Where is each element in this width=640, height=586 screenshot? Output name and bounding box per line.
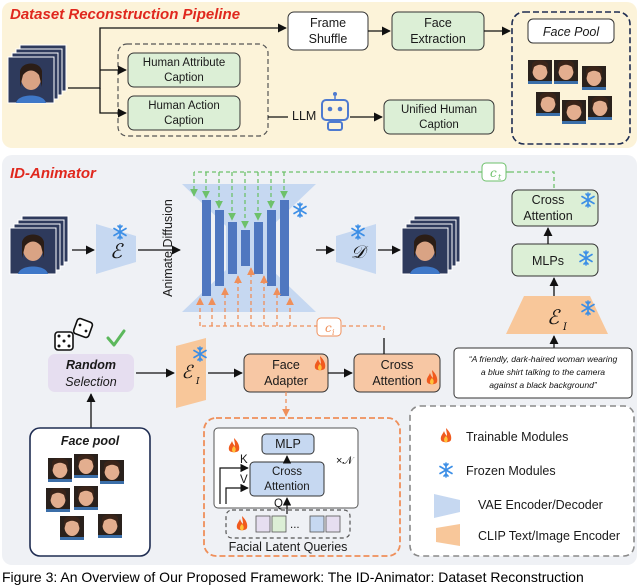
figure-caption: Figure 3: An Overview of Our Proposed Fr… — [2, 569, 584, 585]
section1-arrows — [68, 23, 511, 122]
latent-query-tokens — [255, 515, 341, 533]
human-attribute-caption-line1: Human Attribute — [143, 57, 225, 69]
human-action-caption-line2: Caption — [164, 115, 204, 127]
human-action-caption-line1: Human Action — [148, 100, 220, 112]
random-selection-line2: Selection — [65, 375, 116, 389]
value-label: V — [240, 474, 248, 486]
face-pool-container — [511, 11, 631, 145]
legend-box — [409, 405, 635, 557]
cross-attention-mid-line2: Attention — [372, 374, 421, 388]
facial-latent-queries-label: Facial Latent Queries — [229, 540, 348, 554]
cross-attention-top-line2: Attention — [523, 209, 572, 223]
clip-text-encoder-subscript: I — [562, 322, 568, 333]
face-pool-box-label: Face pool — [61, 434, 120, 448]
mlps-label: MLPs — [532, 254, 564, 268]
face-adapter-line2: Adapter — [264, 374, 308, 388]
clip-image-encoder-subscript: I — [195, 377, 200, 387]
frame-shuffle-line1: Frame — [310, 16, 346, 30]
legend-vae-label: VAE Encoder/Decoder — [478, 498, 603, 512]
dice-icon — [54, 317, 94, 351]
frame-shuffle-line2: Shuffle — [309, 32, 348, 46]
face-pool-label-box — [527, 18, 615, 44]
text-prompt-line2: a blue shirt talking to the camera — [481, 367, 605, 377]
clip-text-encoder-symbol: ℰ — [547, 305, 561, 329]
text-prompt-line1: “A friendly, dark-haired woman wearing — [469, 354, 618, 364]
check-icon — [106, 329, 126, 347]
llm-label: LLM — [292, 109, 316, 123]
inner-cross-attention-line1: Cross — [272, 466, 302, 478]
image-branch-arrows — [86, 338, 385, 428]
face-extraction-line1: Face — [424, 16, 452, 30]
mlp-label: MLP — [275, 437, 301, 451]
vae-decoder-symbol: 𝒟 — [351, 242, 369, 263]
cross-attention-mid-line1: Cross — [381, 358, 414, 372]
vae-decoder-shape — [336, 224, 376, 274]
vae-encoder-shape — [96, 224, 136, 274]
legend-vae-shape — [434, 494, 460, 518]
input-video-stack-1 — [7, 44, 67, 104]
legend-trainable-label: Trainable Modules — [466, 430, 568, 444]
legend-clip-label: CLIP Text/Image Encoder — [478, 529, 620, 543]
text-prompt-box — [453, 347, 633, 399]
legend-frozen-label: Frozen Modules — [466, 464, 556, 478]
cross-attention-top-line1: Cross — [532, 193, 565, 207]
random-selection-line1: Random — [66, 358, 116, 372]
times-n-label: ×𝒩 — [336, 455, 354, 467]
inner-cross-attention-line2: Attention — [264, 481, 309, 493]
animate-diffusion-label: Animate Diffusion — [161, 199, 175, 297]
face-adapter-line1: Face — [272, 358, 300, 372]
adapter-internal-arrows — [219, 455, 292, 514]
c-t-symbol: c — [490, 166, 497, 180]
robot-icon — [321, 92, 349, 131]
c-i-subscript: i — [332, 328, 335, 337]
human-action-caption-box — [127, 95, 241, 131]
vae-encoder-symbol: ℰ — [110, 239, 124, 263]
image-condition-dashed-lines — [196, 267, 385, 330]
query-label: Q — [274, 498, 283, 510]
text-prompt-line3: against a black background” — [489, 380, 598, 390]
face-pool-label: Face Pool — [543, 25, 601, 39]
random-selection-box — [48, 354, 134, 392]
input-video-stack-2 — [9, 215, 69, 275]
caption-group-dashed — [117, 43, 269, 137]
legend-clip-shape — [436, 524, 460, 546]
latent-queries-container — [225, 509, 351, 539]
right-column-arrows — [543, 227, 559, 348]
cross-attention-mid-box — [353, 353, 441, 393]
image-condition-tag — [316, 317, 342, 337]
face-extraction-line2: Extraction — [410, 32, 466, 46]
text-condition-dashed-lines — [190, 171, 555, 229]
c-i-symbol: c — [325, 321, 332, 335]
mlp-box — [261, 433, 315, 455]
clip-image-encoder-symbol: ℰ — [182, 362, 195, 383]
section1-title: Dataset Reconstruction Pipeline — [10, 6, 240, 23]
text-condition-tag — [481, 162, 507, 182]
unified-human-caption-box — [383, 99, 495, 135]
latent-query-dots: ... — [290, 519, 300, 531]
human-attribute-caption-box — [127, 52, 241, 88]
output-video-stack — [401, 215, 461, 275]
key-label: K — [240, 454, 248, 466]
unified-caption-line1: Unified Human — [401, 104, 477, 116]
mlps-box — [511, 243, 599, 277]
section2-title: ID-Animator — [10, 165, 97, 182]
c-t-subscript: t — [498, 173, 502, 182]
unet-blocks — [202, 200, 289, 296]
cross-attention-top-box — [511, 189, 599, 227]
human-attribute-caption-line2: Caption — [164, 72, 204, 84]
unified-caption-line2: Caption — [419, 119, 459, 131]
face-adapter-detail-container — [203, 417, 401, 557]
